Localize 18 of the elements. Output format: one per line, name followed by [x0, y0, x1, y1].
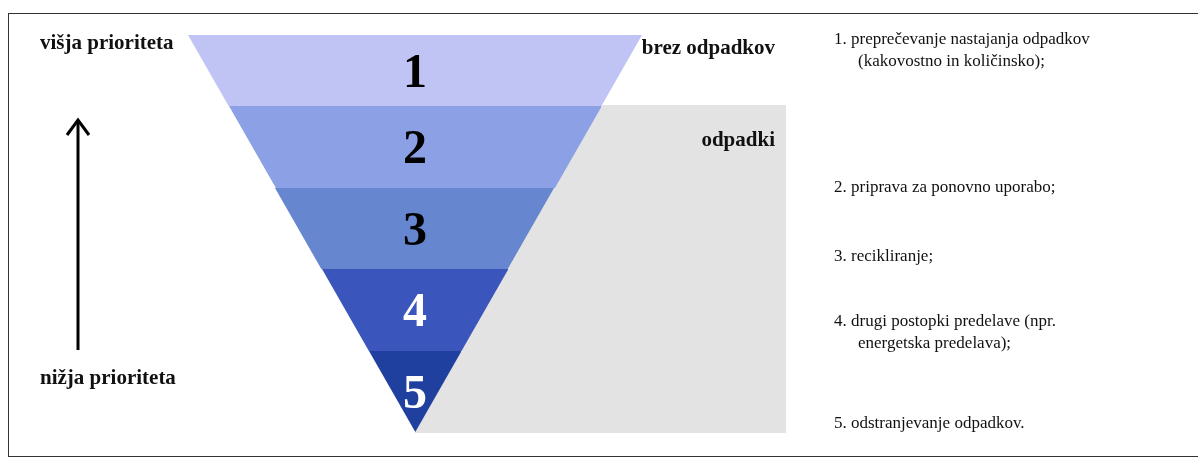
- list-item: 4. drugi postopki predelave (npr. energetska predelava);: [834, 310, 1057, 355]
- list-item: 5. odstranjevanje odpadkov.: [834, 412, 1026, 434]
- list-item: 2. priprava za ponovno uporabo;: [834, 176, 1057, 198]
- band-number: 1: [402, 46, 428, 95]
- band-number: 4: [402, 286, 428, 334]
- hierarchy-band: [228, 106, 602, 188]
- band-number: 2: [402, 123, 428, 171]
- list-item: 1. preprečevanje nastajanja odpadkov (kakovostno in količinsko);: [834, 28, 1091, 73]
- priority-label: nižja prioriteta: [40, 365, 177, 391]
- zone-label: brez odpadkov: [640, 35, 775, 61]
- band-number: 3: [402, 204, 428, 253]
- band-number: 5: [402, 367, 428, 416]
- band-label: odpadki: [701, 127, 775, 153]
- priority-label: višja prioriteta: [40, 30, 175, 56]
- hierarchy-band: [188, 35, 642, 106]
- hierarchy-band: [321, 269, 509, 351]
- hierarchy-band: [275, 188, 555, 269]
- list-item: 3. recikliranje;: [834, 245, 935, 267]
